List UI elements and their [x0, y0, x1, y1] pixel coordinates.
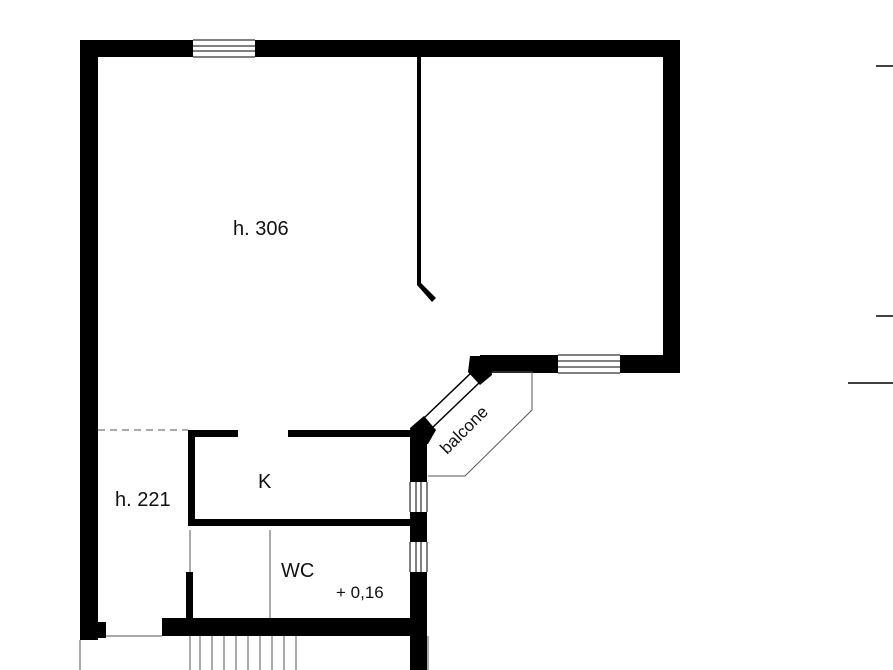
kitchen-left-wall [188, 430, 195, 525]
neighbour-lines [848, 65, 893, 384]
window-lower-right [558, 354, 620, 374]
balcony-door-jamb-upper [468, 356, 492, 385]
top-wall [80, 40, 680, 57]
partition-wall-end [417, 283, 436, 302]
window-kitchen-1 [409, 482, 428, 512]
window-wc [409, 542, 428, 572]
level-label: + 0,16 [336, 583, 384, 602]
main-room-height-label: h. 306 [233, 218, 289, 240]
interior-walls [186, 55, 436, 620]
staircase [79, 635, 429, 670]
windows [193, 39, 620, 572]
left-wall [80, 40, 98, 640]
side-room-height-label: h. 221 [115, 489, 171, 511]
wc-label: WC [281, 560, 314, 582]
kitchen-top-wall-left [188, 430, 238, 437]
partition-wall-vertical [417, 55, 421, 285]
bottom-wall [162, 618, 427, 636]
balcony-door [423, 371, 481, 429]
kitchen-top-wall-right [288, 430, 413, 437]
window-top [193, 39, 255, 58]
kitchen-bottom-wall [188, 519, 413, 526]
balcony-label: balcone [436, 402, 492, 458]
kitchen-label: K [258, 471, 272, 493]
bottom-left-stub [80, 622, 106, 638]
wc-left-wall-stub [186, 572, 193, 620]
right-wall [663, 40, 680, 373]
balcony-outline [428, 371, 533, 477]
